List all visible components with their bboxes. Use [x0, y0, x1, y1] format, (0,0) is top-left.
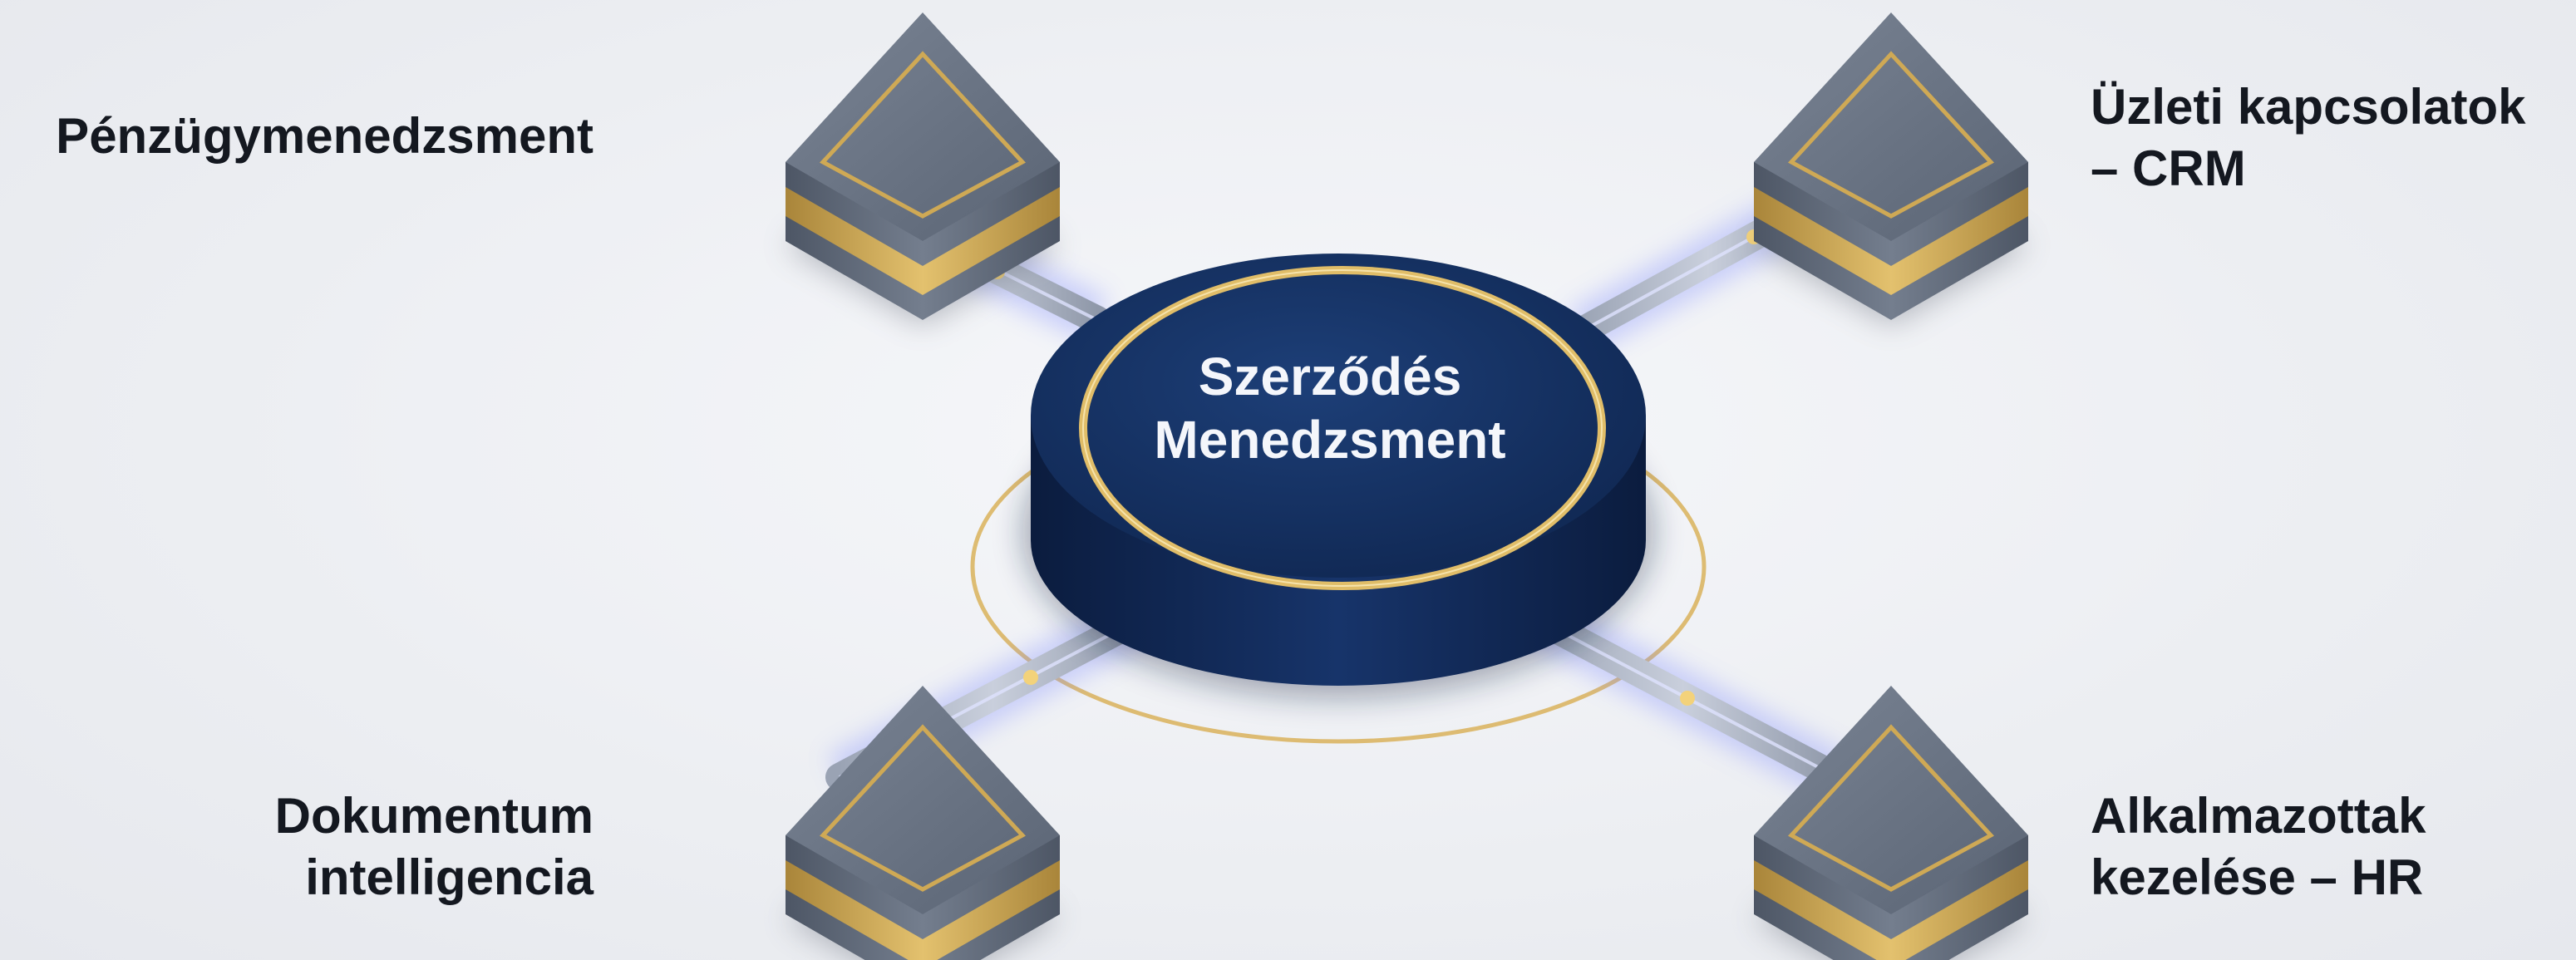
node-label-bottom-right-line-2: kezelése – HR — [2091, 849, 2424, 905]
node-top-right — [1754, 12, 2028, 324]
node-label-bottom-left-line-1: Dokumentum — [274, 788, 594, 844]
node-bottom-right — [1754, 686, 2028, 960]
connector-bottom-right — [1515, 593, 1851, 800]
hub-label-line-2: Menedzsment — [1154, 410, 1506, 470]
hub-disc — [1022, 254, 1654, 698]
node-label-top-right-line-1: Üzleti kapcsolatok — [2091, 79, 2526, 135]
pulse-dot — [1680, 691, 1695, 706]
node-label-bottom-right: Alkalmazottak kezelése – HR — [2091, 785, 2426, 908]
node-top-left — [786, 12, 1060, 324]
node-label-bottom-left-line-2: intelligencia — [305, 849, 594, 905]
node-label-top-right-line-2: – CRM — [2091, 140, 2246, 196]
pulse-dot — [1023, 670, 1038, 685]
node-label-bottom-left: Dokumentum intelligencia — [275, 785, 594, 908]
node-label-top-left: Pénzügymenedzsment — [56, 106, 594, 167]
node-label-bottom-right-line-1: Alkalmazottak — [2091, 788, 2426, 844]
node-label-top-left-line-1: Pénzügymenedzsment — [56, 108, 594, 164]
hub-label-line-1: Szerződés — [1198, 347, 1462, 406]
node-label-top-right: Üzleti kapcsolatok – CRM — [2091, 76, 2526, 199]
node-bottom-left — [786, 686, 1060, 960]
hub-label: Szerződés Menedzsment — [1089, 345, 1571, 471]
